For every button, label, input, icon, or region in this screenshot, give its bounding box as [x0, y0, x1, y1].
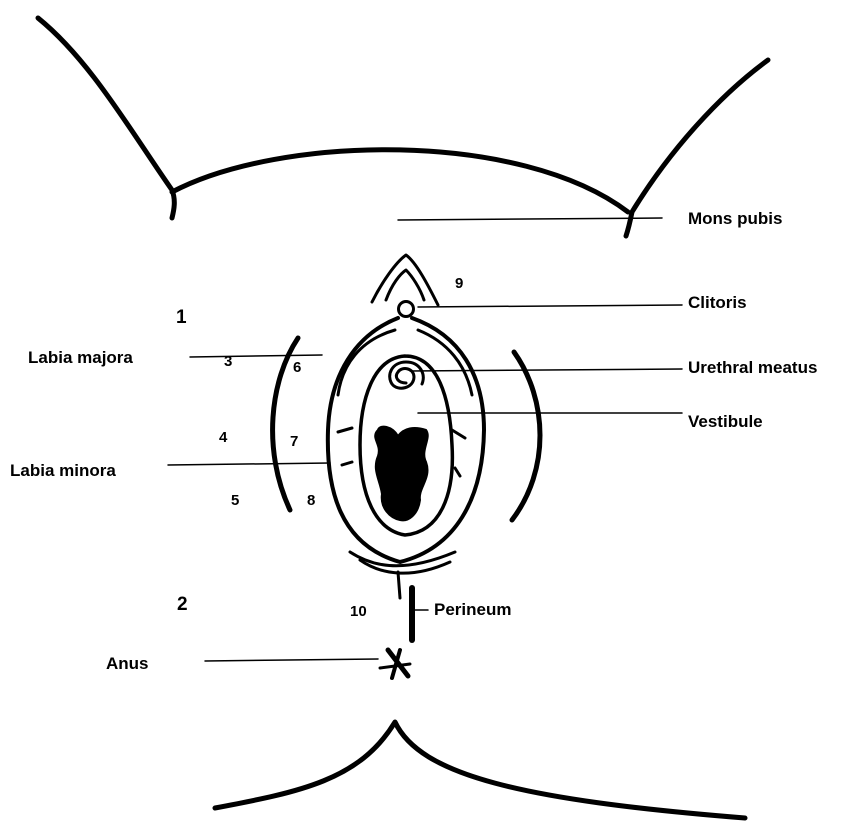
urethral-meatus-label: Urethral meatus: [688, 359, 817, 376]
right-dash-2: [455, 468, 460, 476]
labia-minora-leader: [168, 463, 330, 465]
anus-mark-c: [380, 664, 410, 668]
mons-pubis-label: Mons pubis: [688, 210, 782, 227]
labia-minora-label: Labia minora: [10, 462, 116, 479]
number-3: 3: [224, 354, 232, 369]
anus-label: Anus: [106, 655, 149, 672]
clitoris-glans: [399, 302, 414, 317]
number-6: 6: [293, 360, 301, 375]
number-10: 10: [350, 604, 367, 619]
clitoral-hood-outer: [372, 255, 438, 305]
number-8: 8: [307, 493, 315, 508]
left-thigh-outline: [38, 18, 174, 218]
labia-majora-label: Labia majora: [28, 349, 133, 366]
perineum-label: Perineum: [434, 601, 511, 618]
perineal-raphe: [398, 572, 400, 598]
number-7: 7: [290, 434, 298, 449]
buttocks-outline: [215, 722, 745, 818]
clitoris-label: Clitoris: [688, 294, 747, 311]
left-dash-2: [342, 462, 352, 465]
urethral-meatus-leader: [410, 369, 682, 371]
clitoris-leader: [418, 305, 682, 307]
number-4: 4: [219, 430, 227, 445]
clitoral-hood-inner: [386, 270, 424, 300]
number-9: 9: [455, 276, 463, 291]
number-2: 2: [177, 595, 188, 614]
number-5: 5: [231, 493, 239, 508]
anus-leader: [205, 659, 378, 661]
abdomen-curve: [172, 150, 628, 212]
vestibule-label: Vestibule: [688, 413, 763, 430]
right-dash-1: [452, 430, 465, 438]
vaginal-introitus: [375, 427, 428, 521]
mons-pubis-leader: [398, 218, 662, 220]
labia-majora-leader: [190, 355, 322, 357]
left-dash-1: [338, 428, 352, 432]
number-1: 1: [176, 308, 187, 327]
urethral-meatus-spiral: [390, 362, 424, 388]
right-labia-majora-arc: [512, 352, 540, 520]
